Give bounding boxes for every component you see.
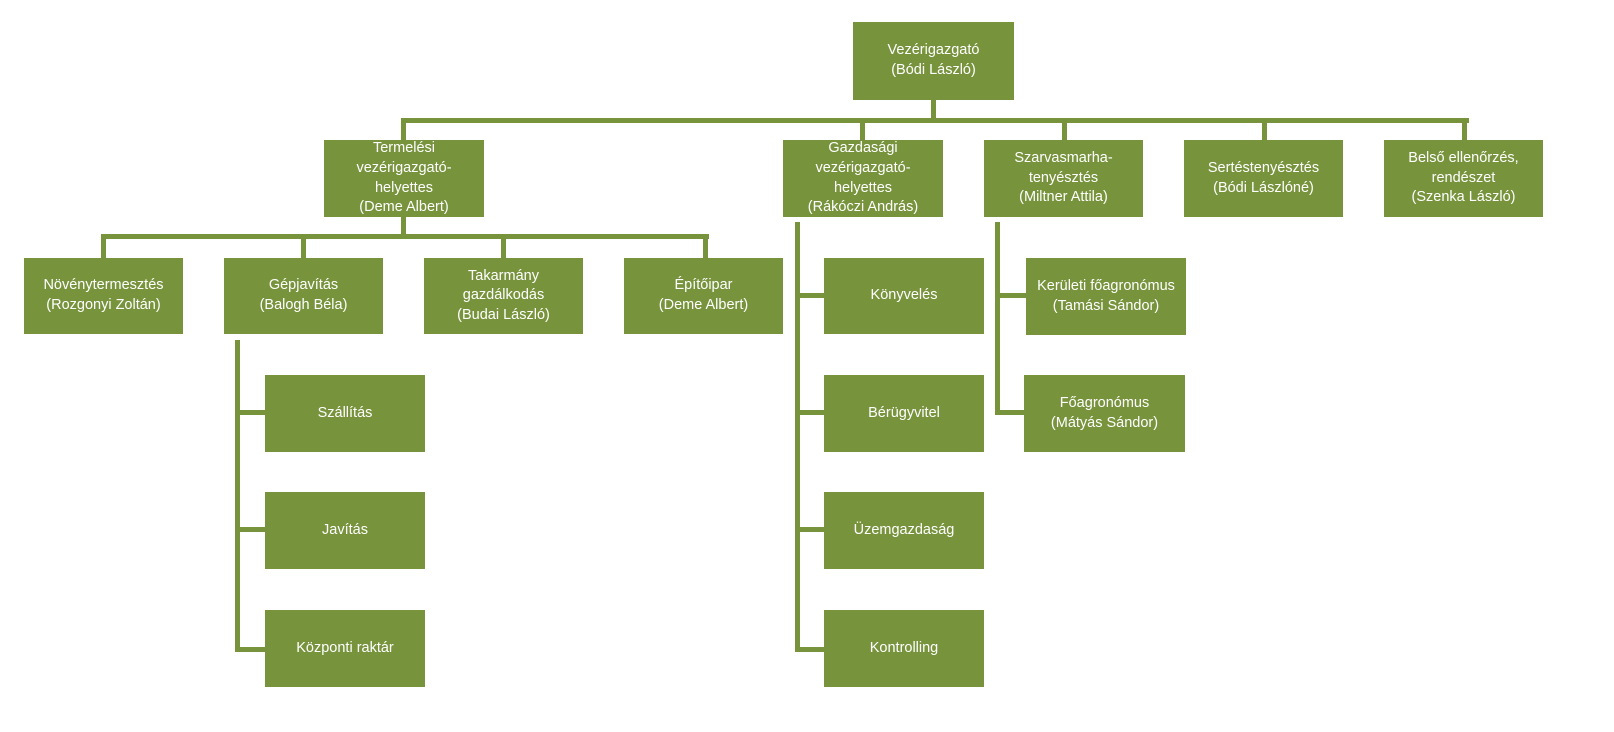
connector xyxy=(703,234,708,258)
connector xyxy=(101,234,709,239)
node-district-agronomist[interactable]: Kerületi főagronómus (Tamási Sándor) xyxy=(1026,258,1186,335)
node-chief-agronomist[interactable]: Főagronómus (Mátyás Sándor) xyxy=(1024,375,1185,452)
node-label: Gazdasági vezérigazgató- helyettes (Rákó… xyxy=(807,140,919,216)
node-label: Könyvelés xyxy=(870,287,938,304)
node-label: Főagronómus (Mátyás Sándor) xyxy=(1050,394,1159,431)
node-label: Gépjavítás (Balogh Béla) xyxy=(259,277,348,313)
node-label: Takarmány gazdálkodás (Budai László) xyxy=(457,267,550,323)
node-crop-production[interactable]: Növénytermesztés (Rozgonyi Zoltán) xyxy=(24,258,183,334)
node-feed-management[interactable]: Takarmány gazdálkodás (Budai László) xyxy=(424,258,583,334)
connector xyxy=(301,234,306,258)
connector xyxy=(235,647,265,652)
node-economic-deputy[interactable]: Gazdasági vezérigazgató- helyettes (Rákó… xyxy=(783,140,943,217)
connector xyxy=(995,293,1026,298)
connector xyxy=(795,647,824,652)
connector xyxy=(795,410,824,415)
connector xyxy=(101,234,106,258)
node-repair[interactable]: Javítás xyxy=(265,492,425,569)
node-central-warehouse[interactable]: Központi raktár xyxy=(265,610,425,687)
node-label: Bérügyvitel xyxy=(868,404,940,421)
connector xyxy=(401,216,406,236)
node-label: Központi raktár xyxy=(296,639,394,656)
connector xyxy=(235,340,240,652)
node-label: Növénytermesztés (Rozgonyi Zoltán) xyxy=(43,277,164,313)
connector xyxy=(1062,118,1067,140)
node-label: Szarvasmarha- tenyésztés (Miltner Attila… xyxy=(1014,150,1113,206)
node-bookkeeping[interactable]: Könyvelés xyxy=(824,258,984,334)
connector xyxy=(860,118,865,140)
connector xyxy=(235,527,265,532)
connector xyxy=(401,118,1469,123)
node-payroll[interactable]: Bérügyvitel xyxy=(824,375,984,452)
node-pig-breeding[interactable]: Sertéstenyésztés (Bódi Lászlóné) xyxy=(1184,140,1343,217)
connector xyxy=(235,410,265,415)
node-label: Kontrolling xyxy=(869,639,939,656)
node-label: Termelési vezérigazgató- helyettes (Deme… xyxy=(356,140,452,216)
node-label: Üzemgazdaság xyxy=(853,521,955,538)
node-label: Kerületi főagronómus (Tamási Sándor) xyxy=(1037,277,1175,314)
node-internal-audit[interactable]: Belső ellenőrzés, rendészet (Szenka Lász… xyxy=(1384,140,1543,217)
connector xyxy=(501,234,506,258)
node-machine-repair[interactable]: Gépjavítás (Balogh Béla) xyxy=(224,258,383,334)
node-transport[interactable]: Szállítás xyxy=(265,375,425,452)
node-controlling[interactable]: Kontrolling xyxy=(824,610,984,687)
node-label: Belső ellenőrzés, rendészet (Szenka Lász… xyxy=(1408,150,1519,206)
connector xyxy=(795,222,800,652)
node-ceo[interactable]: Vezérigazgató (Bódi László) xyxy=(853,22,1014,100)
connector xyxy=(931,100,936,122)
connector xyxy=(995,410,1024,415)
connector xyxy=(795,527,824,532)
node-label: Építőipar (Deme Albert) xyxy=(658,277,749,313)
connector xyxy=(795,293,824,298)
node-production-deputy[interactable]: Termelési vezérigazgató- helyettes (Deme… xyxy=(324,140,484,217)
node-operations-economics[interactable]: Üzemgazdaság xyxy=(824,492,984,569)
node-construction[interactable]: Építőipar (Deme Albert) xyxy=(624,258,783,334)
node-label: Sertéstenyésztés (Bódi Lászlóné) xyxy=(1207,159,1320,196)
node-label: Szállítás xyxy=(317,404,373,421)
connector xyxy=(1462,118,1467,140)
node-label: Javítás xyxy=(322,521,368,538)
connector xyxy=(401,118,406,140)
node-cattle-breeding[interactable]: Szarvasmarha- tenyésztés (Miltner Attila… xyxy=(984,140,1143,217)
node-label: Vezérigazgató (Bódi László) xyxy=(887,42,980,78)
connector xyxy=(995,222,1000,415)
connector xyxy=(1262,118,1267,140)
